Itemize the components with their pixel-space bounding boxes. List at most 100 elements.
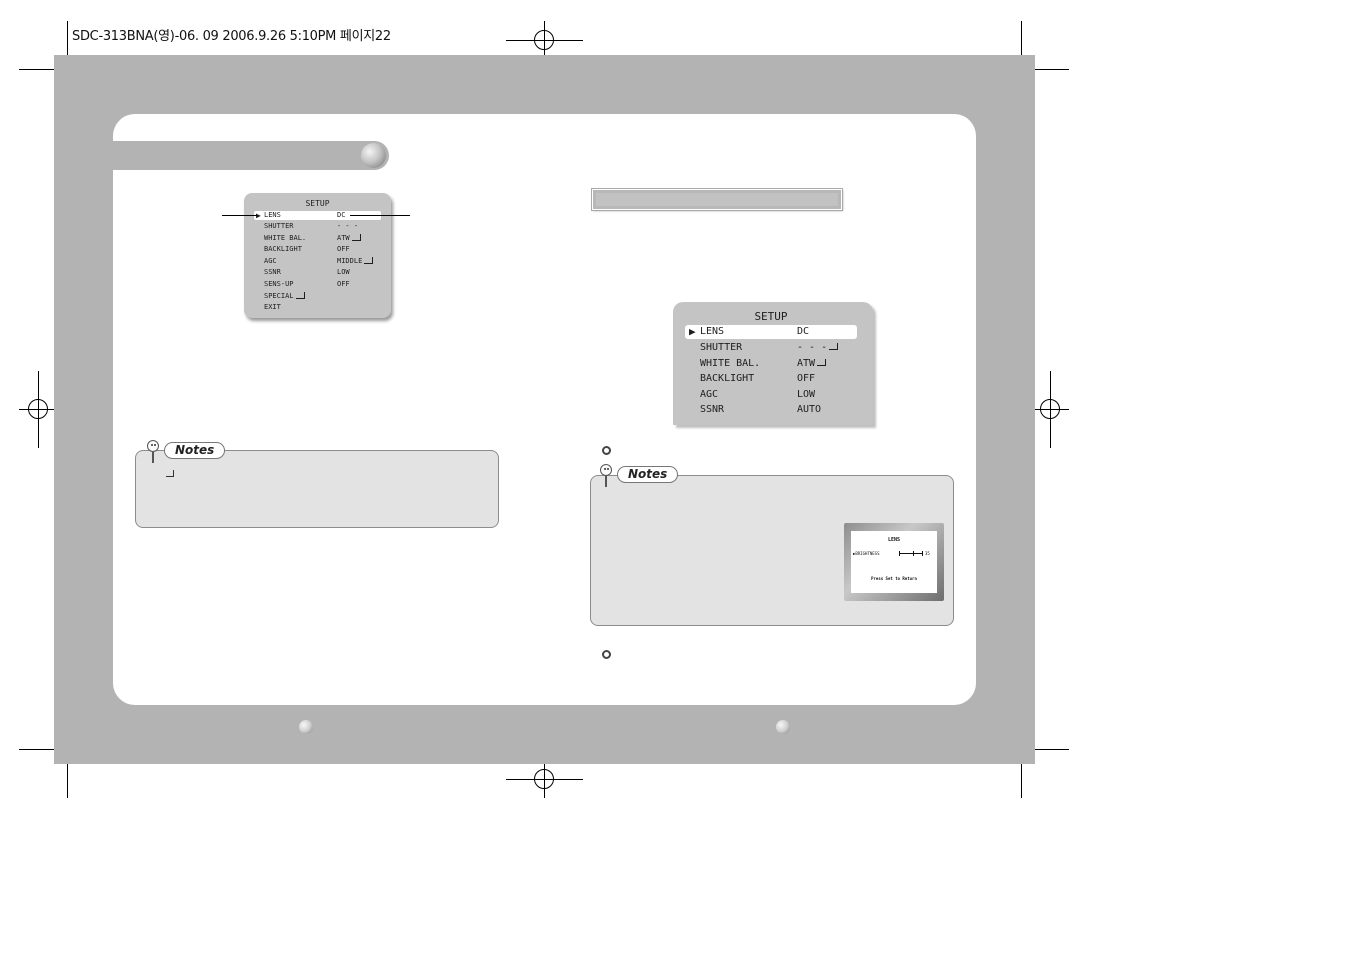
osd-row: SSNR AUTO: [673, 402, 873, 417]
osd-row-value: OFF: [337, 280, 350, 288]
pointer-arrow-icon: ▶: [256, 211, 261, 220]
lens-screen-preview: LENS ▶BRIGHTNESS 35 Press Set to Return: [844, 523, 944, 601]
osd-row: EXIT: [244, 302, 391, 313]
osd-row: BACKLIGHT OFF: [673, 371, 873, 386]
osd-row: WHITE BAL. ATW: [244, 233, 391, 244]
page-number-ball-icon: [299, 720, 313, 734]
osd-row-value: ATW: [337, 233, 361, 244]
osd-row: SENS-UP OFF: [244, 279, 391, 290]
notes-tag: Notes: [617, 466, 679, 483]
osd-row: SHUTTER - - -: [244, 221, 391, 232]
osd-row-value: ATW: [797, 356, 827, 371]
osd-row: BACKLIGHT OFF: [244, 244, 391, 255]
osd-row-value-text: MIDDLE: [337, 257, 363, 265]
notes-tag: Notes: [164, 442, 226, 459]
osd-row-label-text: SPECIAL: [264, 292, 294, 300]
registration-cross: [38, 371, 39, 448]
osd-row-label: SPECIAL: [264, 291, 305, 302]
registration-cross: [1050, 371, 1051, 448]
osd-row: LENS DC: [673, 324, 873, 339]
crop-mark: [1021, 760, 1022, 798]
osd-row-label: SHUTTER: [700, 342, 743, 353]
bullet-icon: [602, 446, 611, 455]
bullet-icon: [602, 650, 611, 659]
return-icon: [166, 470, 174, 477]
osd-row-label: WHITE BAL.: [700, 358, 761, 369]
registration-cross: [544, 760, 545, 798]
osd-row-label: AGC: [700, 389, 719, 400]
mascot-stem: [605, 476, 607, 487]
osd-row-value: LOW: [337, 268, 350, 276]
enter-icon: [351, 234, 361, 242]
lens-screen-display: LENS ▶BRIGHTNESS 35 Press Set to Return: [851, 531, 937, 593]
osd-row: SHUTTER - - -: [673, 340, 873, 355]
lens-screen-row-label: ▶BRIGHTNESS: [853, 551, 880, 556]
callout-line: [222, 215, 257, 216]
osd-row: WHITE BAL. ATW: [673, 356, 873, 371]
slider-tick: [899, 551, 900, 556]
mascot-head: [147, 440, 159, 452]
osd-row-label: SSNR: [700, 404, 725, 415]
osd-row-label: BACKLIGHT: [264, 245, 302, 253]
title-ball-icon: [361, 143, 386, 168]
enter-icon: [829, 343, 839, 351]
osd-row-label: SHUTTER: [264, 222, 294, 230]
osd-row-label: AGC: [264, 257, 277, 265]
crop-mark: [1031, 749, 1069, 750]
osd-row-label: SENS-UP: [264, 280, 294, 288]
osd-row-value: DC: [337, 211, 346, 219]
notes-mascot-icon: [597, 462, 615, 488]
mascot-head: [600, 464, 612, 476]
crop-mark: [67, 760, 68, 798]
osd-row: LENS DC: [244, 210, 391, 221]
section-heading-bar: [592, 189, 842, 210]
lens-screen-row-value: 35: [925, 551, 930, 556]
mascot-eye: [151, 444, 153, 446]
section-title-bar: [113, 141, 389, 170]
crop-mark: [1021, 21, 1022, 59]
crop-mark: [1031, 69, 1069, 70]
osd-row-value: AUTO: [797, 404, 822, 415]
print-header: SDC-313BNA(영)-06. 09 2006.9.26 5:10PM 페이…: [72, 29, 391, 44]
osd-title: SETUP: [754, 310, 788, 323]
osd-row-value: OFF: [797, 373, 816, 384]
section-heading-bar-inner: [596, 193, 838, 206]
selected-row-highlight: [685, 325, 857, 339]
page-number-ball-icon: [776, 720, 790, 734]
enter-icon: [364, 257, 374, 265]
setup-menu-osd: SETUP ▶ LENS DC SHUTTER - - - WHITE BAL.…: [673, 302, 873, 425]
slider-tick: [922, 551, 923, 556]
osd-row-label: SSNR: [264, 268, 281, 276]
osd-row: AGC MIDDLE: [244, 256, 391, 267]
mascot-eye: [607, 468, 609, 470]
brightness-slider-bar: [899, 551, 923, 556]
osd-row-value-text: ATW: [337, 234, 350, 242]
notes-mascot-icon: [144, 438, 162, 464]
pointer-arrow-icon: ▶: [689, 325, 696, 338]
osd-row-value-text: - - -: [797, 342, 828, 353]
osd-row-value: - - -: [337, 222, 359, 230]
osd-row-label: BACKLIGHT: [700, 373, 755, 384]
mascot-stem: [152, 452, 154, 463]
selected-row-highlight: [254, 211, 381, 220]
osd-row-value-text: ATW: [797, 358, 816, 369]
osd-row-label: EXIT: [264, 303, 281, 311]
osd-row-label: LENS: [264, 211, 281, 219]
osd-row-value: DC: [797, 326, 810, 337]
osd-row-value: - - -: [797, 340, 839, 355]
osd-row-value: MIDDLE: [337, 256, 374, 267]
lens-screen-row: ▶BRIGHTNESS 35: [853, 551, 937, 557]
lens-screen-return-text: Press Set to Return: [871, 576, 917, 581]
callout-line: [350, 215, 410, 216]
osd-row-value: LOW: [797, 389, 816, 400]
registration-cross: [544, 21, 545, 59]
mascot-eye: [604, 468, 606, 470]
osd-row: SSNR LOW: [244, 267, 391, 278]
osd-title: SETUP: [305, 199, 330, 208]
osd-row-value: OFF: [337, 245, 350, 253]
mascot-eye: [154, 444, 156, 446]
osd-row: SPECIAL: [244, 291, 391, 302]
enter-icon: [817, 359, 827, 367]
osd-row-label: LENS: [700, 326, 725, 337]
osd-row-label: WHITE BAL.: [264, 234, 307, 242]
